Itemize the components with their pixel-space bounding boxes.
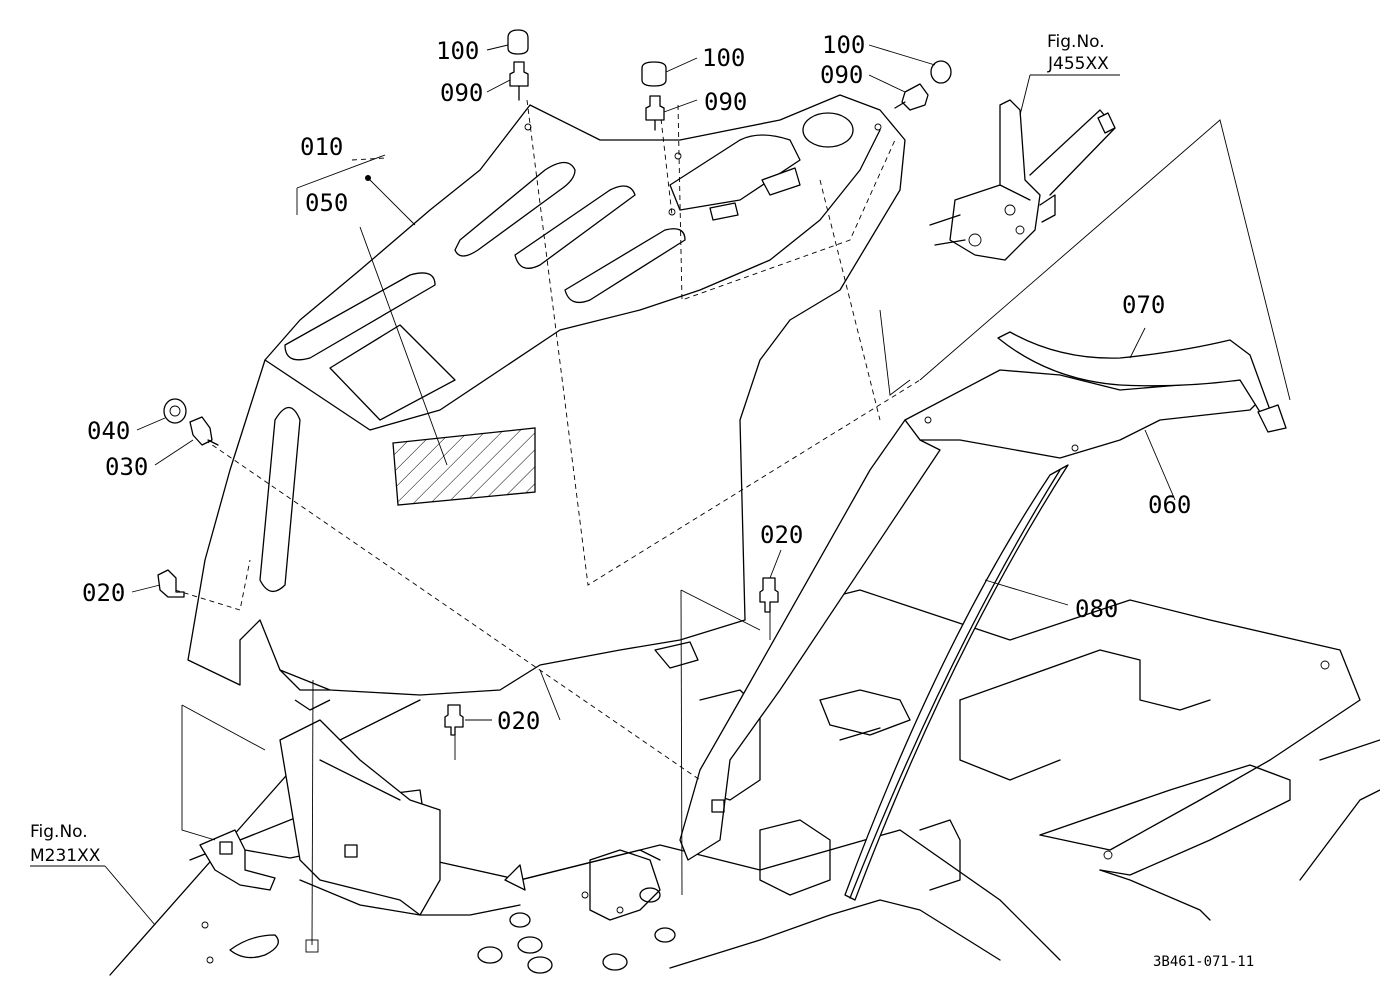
reference-lines <box>174 99 1291 953</box>
fig-ref-m231xx-code[interactable]: M231XX <box>30 846 101 866</box>
upper-bracket <box>929 99 1116 261</box>
label-100-left: 100 <box>436 37 479 65</box>
fig-ref-j455xx-code[interactable]: J455XX <box>1047 54 1109 74</box>
label-040: 040 <box>87 417 130 445</box>
label-060: 060 <box>1148 491 1191 519</box>
drawing-code: 3B461-071-11 <box>1153 954 1254 970</box>
label-070: 070 <box>1122 291 1165 319</box>
fender-panel <box>187 94 906 711</box>
label-020-right: 020 <box>760 521 803 549</box>
fig-ref-m231xx-label: Fig.No. <box>30 822 88 842</box>
label-090-middle: 090 <box>704 88 747 116</box>
leader-lines <box>30 44 1176 926</box>
rail-080 <box>844 464 1069 901</box>
rail-070 <box>997 331 1287 433</box>
label-020-bottom: 020 <box>497 707 540 735</box>
inner-support <box>279 719 661 916</box>
label-090-left: 090 <box>440 79 483 107</box>
label-080: 080 <box>1075 595 1118 623</box>
label-010: 010 <box>300 133 343 161</box>
label-030: 030 <box>105 453 148 481</box>
label-100-middle: 100 <box>702 44 745 72</box>
label-100-right: 100 <box>822 31 865 59</box>
label-020-left: 020 <box>82 579 125 607</box>
fasteners <box>157 29 952 736</box>
fig-ref-j455xx-label: Fig.No. <box>1047 32 1105 52</box>
label-050: 050 <box>305 189 348 217</box>
label-090-right: 090 <box>820 61 863 89</box>
